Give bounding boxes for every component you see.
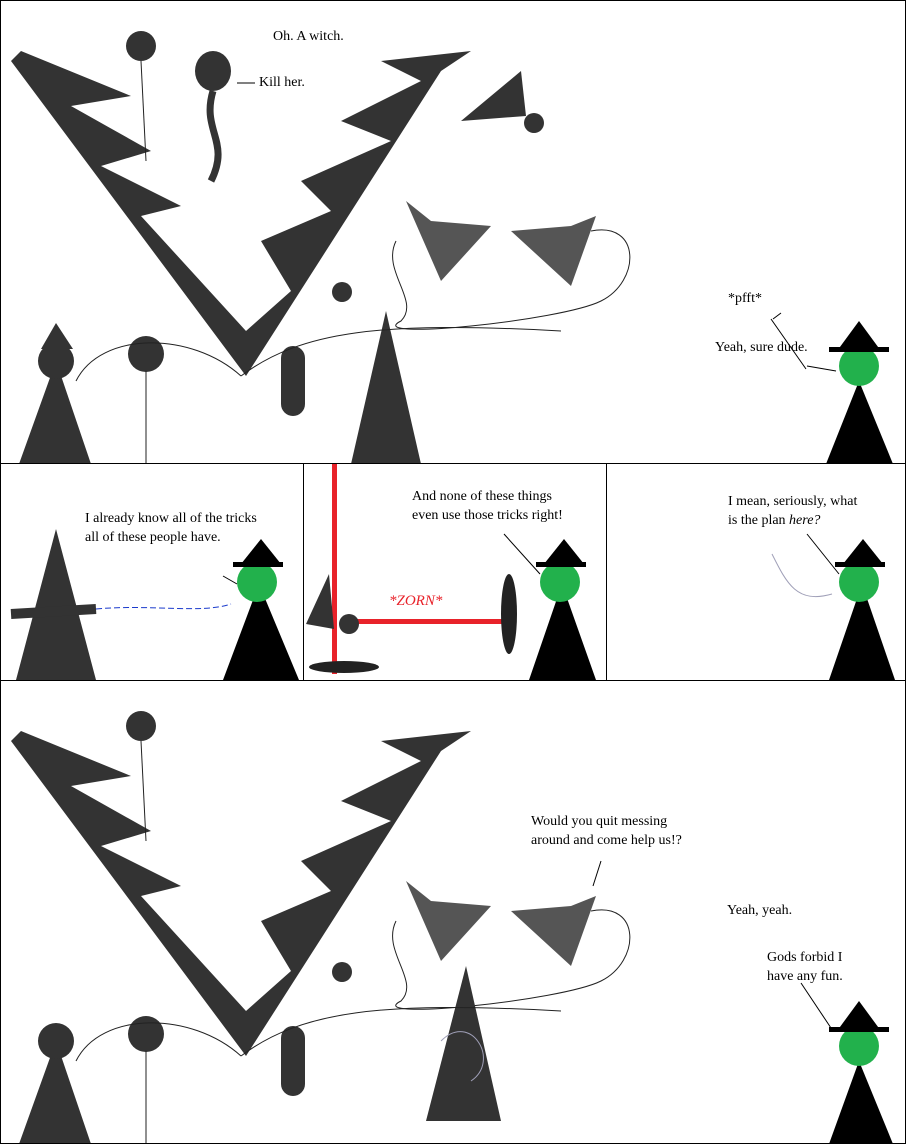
panel-4: I mean, seriously, what is the plan here… bbox=[606, 463, 906, 681]
caption-use-tricks: even use those tricks right! bbox=[412, 508, 563, 523]
caption-these-people: all of these people have. bbox=[85, 530, 221, 545]
caption-pfft: *pfft* bbox=[728, 291, 762, 306]
panel-4-art bbox=[771, 533, 895, 680]
panel-1-art bbox=[11, 31, 893, 463]
caption-none-of-these: And none of these things bbox=[412, 489, 552, 504]
caption-the-plan: is the plan here? bbox=[728, 513, 821, 528]
bat-icon bbox=[461, 71, 526, 121]
panel-2-art bbox=[10, 529, 299, 680]
witch-hat-icon bbox=[41, 323, 73, 349]
snake-icon bbox=[195, 51, 231, 91]
spiky-monster-icon bbox=[11, 51, 471, 376]
caption-quit-messing: Would you quit messing bbox=[531, 814, 668, 829]
caption-oh-a-witch: Oh. A witch. bbox=[273, 29, 344, 44]
caption-yeah-sure: Yeah, sure dude. bbox=[715, 340, 808, 355]
spiky-monster-icon bbox=[11, 731, 471, 1056]
panel-5: Would you quit messing around and come h… bbox=[0, 680, 906, 1144]
caption-already-know: I already know all of the tricks bbox=[85, 511, 257, 526]
caption-yeah-yeah: Yeah, yeah. bbox=[727, 903, 793, 918]
caption-come-help: around and come help us!? bbox=[531, 833, 682, 848]
sfx-zorn: *ZORN* bbox=[389, 593, 443, 609]
caption-gods-forbid: Gods forbid I bbox=[767, 950, 843, 965]
caption-any-fun: have any fun. bbox=[767, 969, 843, 984]
panel-1: Oh. A witch. Kill her. *pfft* Yeah, sure… bbox=[0, 0, 906, 464]
panel-5-art bbox=[11, 711, 893, 1143]
panel-3-art bbox=[306, 464, 596, 680]
caption-kill-her: Kill her. bbox=[259, 75, 305, 90]
caption-seriously: I mean, seriously, what bbox=[728, 494, 858, 509]
panel-2: I already know all of the tricks all of … bbox=[0, 463, 304, 681]
panel-3: And none of these things even use those … bbox=[303, 463, 607, 681]
